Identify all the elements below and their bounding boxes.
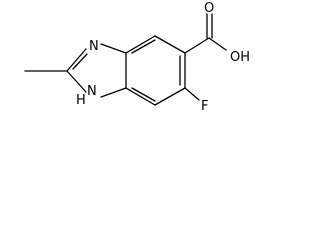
bond-c7-c7a-outer [125,87,156,106]
atom-n-bottom-glyph: N [87,84,97,99]
atom-oxygen-carbonyl: O [204,1,214,16]
bond-n3-c3a [100,43,127,54]
bond-c6-fluorine [184,87,200,101]
bond-carboxyl-hydroxyl [208,37,227,51]
atom-fluorine: F [201,99,208,114]
bond-c2-n3-outer [66,48,87,72]
atom-h-bottom-glyph: H [76,93,86,108]
atom-hydroxyl: OH [230,50,250,65]
bond-c3a-c4-inner [131,39,156,54]
bond-c2-n1 [66,70,87,93]
bond-c3a-c4-outer [125,35,156,54]
chemical-structure: N NH H O OH F [24,1,250,114]
bond-c2-n3-inner [72,53,88,70]
bond-c4-c5 [154,35,186,54]
bond-c7-c7a-inner [131,87,156,102]
bond-n1-c7a [100,87,127,98]
bond-c5-carboxyl [184,37,210,54]
bond-c6-c7 [154,87,186,106]
atom-n-top: N [89,39,99,54]
